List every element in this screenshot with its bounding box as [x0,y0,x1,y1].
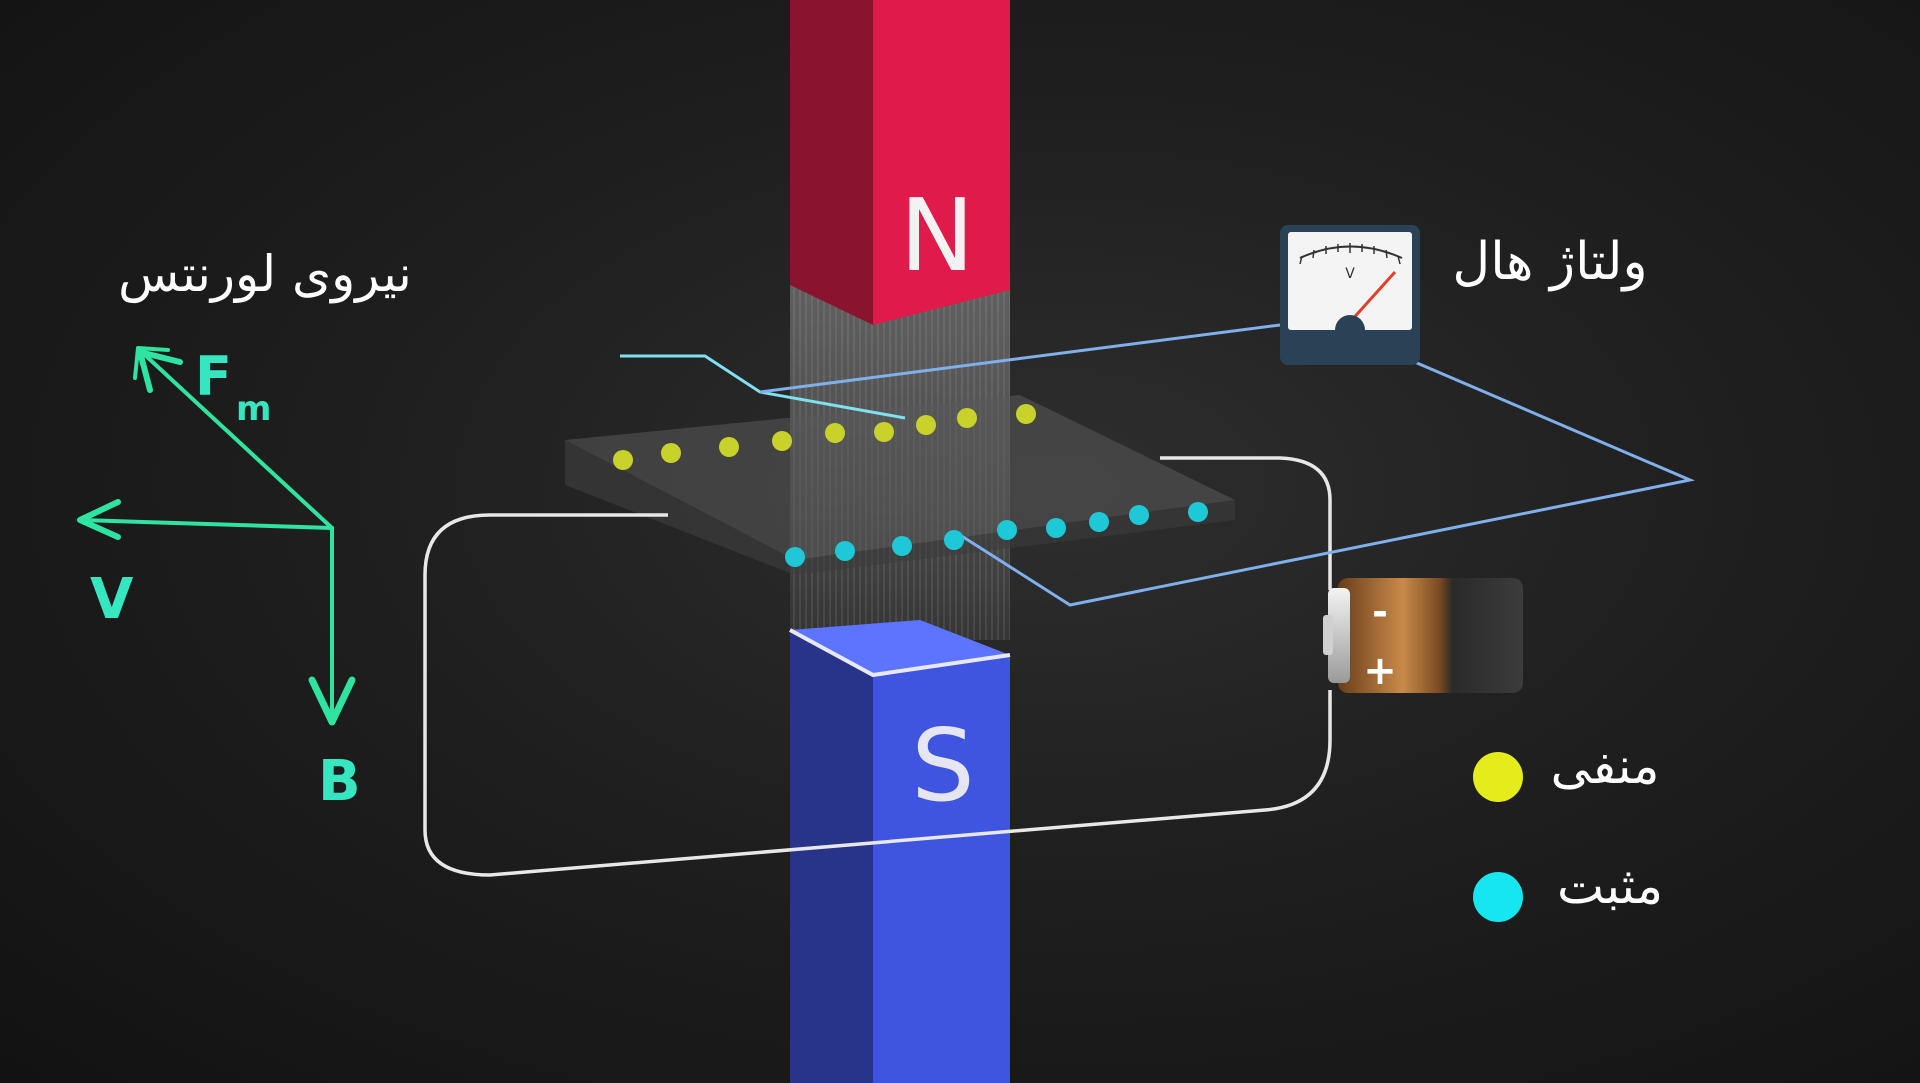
circuit-wire [423,456,1332,877]
south-pole-magnet [789,620,1011,1083]
field-symbol: B [318,749,361,814]
force-subscript: m [236,389,271,429]
velocity-symbol: V [90,567,134,632]
force-symbol: F [195,345,232,408]
field-arrowhead [308,676,356,726]
vector-diagram [77,346,356,726]
negative-charge [874,422,894,442]
negative-charge [613,450,633,470]
negative-charge [916,415,936,435]
legend-positive-dot [1473,872,1523,922]
hall-voltage-wire [620,323,1696,607]
force-vector [143,353,334,530]
negative-charge [661,443,681,463]
north-pole-label: N [900,177,975,294]
legend-negative-dot [1473,752,1523,802]
negative-charges [613,404,1036,470]
positive-charge [1129,505,1149,525]
voltmeter-icon: V [1280,225,1420,365]
positive-charge [997,520,1017,540]
battery-icon: - + [1323,578,1523,694]
conductor-plate [565,395,1235,575]
positive-charge [785,547,805,567]
negative-charge [772,431,792,451]
legend-positive-label: مثبت [1556,857,1664,915]
positive-charge [1188,502,1208,522]
positive-charge [835,541,855,561]
velocity-vector [80,518,334,530]
positive-charge [944,530,964,550]
negative-charge [719,437,739,457]
north-pole-magnet [790,0,1010,325]
positive-charge [1089,512,1109,532]
negative-charge [957,408,977,428]
force-arrowhead [133,346,170,380]
hall-voltage-label: ولتاژ هال [1452,232,1648,292]
battery-minus-label: - [1372,590,1388,634]
positive-charges [785,502,1208,567]
south-pole-label: S [911,707,974,824]
battery-plus-label: + [1363,648,1397,694]
velocity-arrowhead [77,499,121,540]
positive-charge [892,536,912,556]
lorentz-force-label: نیروی لورنتس [118,245,412,303]
voltmeter-unit: V [1345,266,1355,282]
positive-charge [1046,518,1066,538]
negative-charge [825,423,845,443]
negative-charge [1016,404,1036,424]
legend-negative-label: منفی [1550,737,1660,795]
